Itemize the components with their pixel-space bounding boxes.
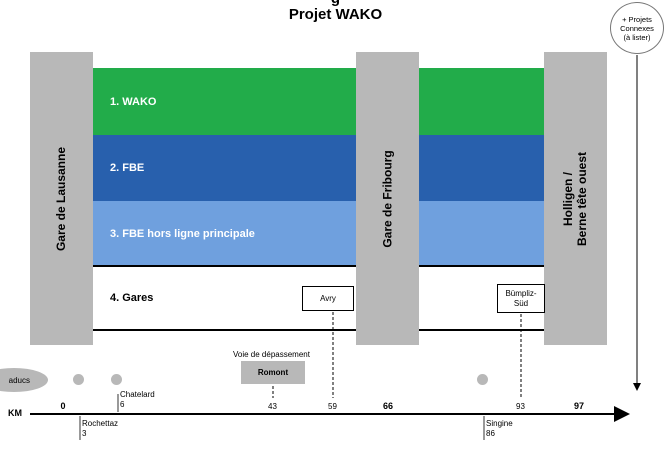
- dot-singine: [477, 374, 488, 385]
- band-label-gares: 4. Gares: [110, 292, 154, 304]
- dot-chatelard: [111, 374, 122, 385]
- diagram-title-partial: g: [0, 0, 671, 8]
- km-93: 93: [516, 402, 525, 411]
- romont-box: Romont: [241, 361, 305, 384]
- band-label-fbe-hors-ligne: 3. FBE hors ligne principale: [110, 228, 255, 240]
- voie-depassement-label: Voie de dépassement: [233, 350, 310, 359]
- gare-box-bumpliz-line2: Süd: [513, 298, 529, 308]
- band-label-wako: 1. WAKO: [110, 96, 157, 108]
- gare-box-avry: Avry: [302, 286, 354, 311]
- km-66: 66: [382, 401, 393, 411]
- connexes-line1: + Projets: [622, 14, 652, 24]
- singine-label: Singine: [486, 419, 513, 428]
- km-59: 59: [328, 402, 337, 411]
- connexes-line2: Connexes: [620, 23, 654, 33]
- band-fbe-hors-ligne: [92, 201, 545, 266]
- station-lausanne: Gare de Lausanne: [30, 52, 93, 345]
- km-97: 97: [573, 401, 584, 411]
- band-label-fbe: 2. FBE: [110, 162, 145, 174]
- station-fribourg: Gare de Fribourg: [356, 52, 419, 345]
- diagram-title: Projet WAKO: [288, 6, 383, 23]
- chatelard-km: 6: [120, 400, 125, 409]
- dot-rochettaz: [73, 374, 84, 385]
- band-fbe: [92, 135, 545, 201]
- band-wako: [92, 68, 545, 135]
- rochettaz-label: Rochettaz: [82, 419, 119, 428]
- station-holligen: Holligen / Berne tête ouest: [544, 52, 607, 345]
- projets-connexes-circle: + Projets Connexes (à lister): [610, 2, 664, 54]
- gares-bottom-line: [92, 329, 545, 331]
- connexes-line3: (à lister): [623, 32, 651, 42]
- km-43: 43: [268, 402, 277, 411]
- gares-top-line: [92, 265, 545, 267]
- viaducs-label: aducs: [8, 375, 30, 385]
- chatelard-label: Chatelard: [120, 390, 155, 399]
- km-0: 0: [60, 401, 66, 411]
- singine-km: 86: [486, 429, 495, 438]
- rochettaz-km: 3: [82, 429, 87, 438]
- gare-box-bumpliz-line1: Bümpliz-: [505, 288, 537, 298]
- gare-box-bumpliz: Bümpliz- Süd: [497, 284, 545, 313]
- romont-label: Romont: [257, 368, 289, 377]
- km-axis-label: KM: [8, 408, 22, 418]
